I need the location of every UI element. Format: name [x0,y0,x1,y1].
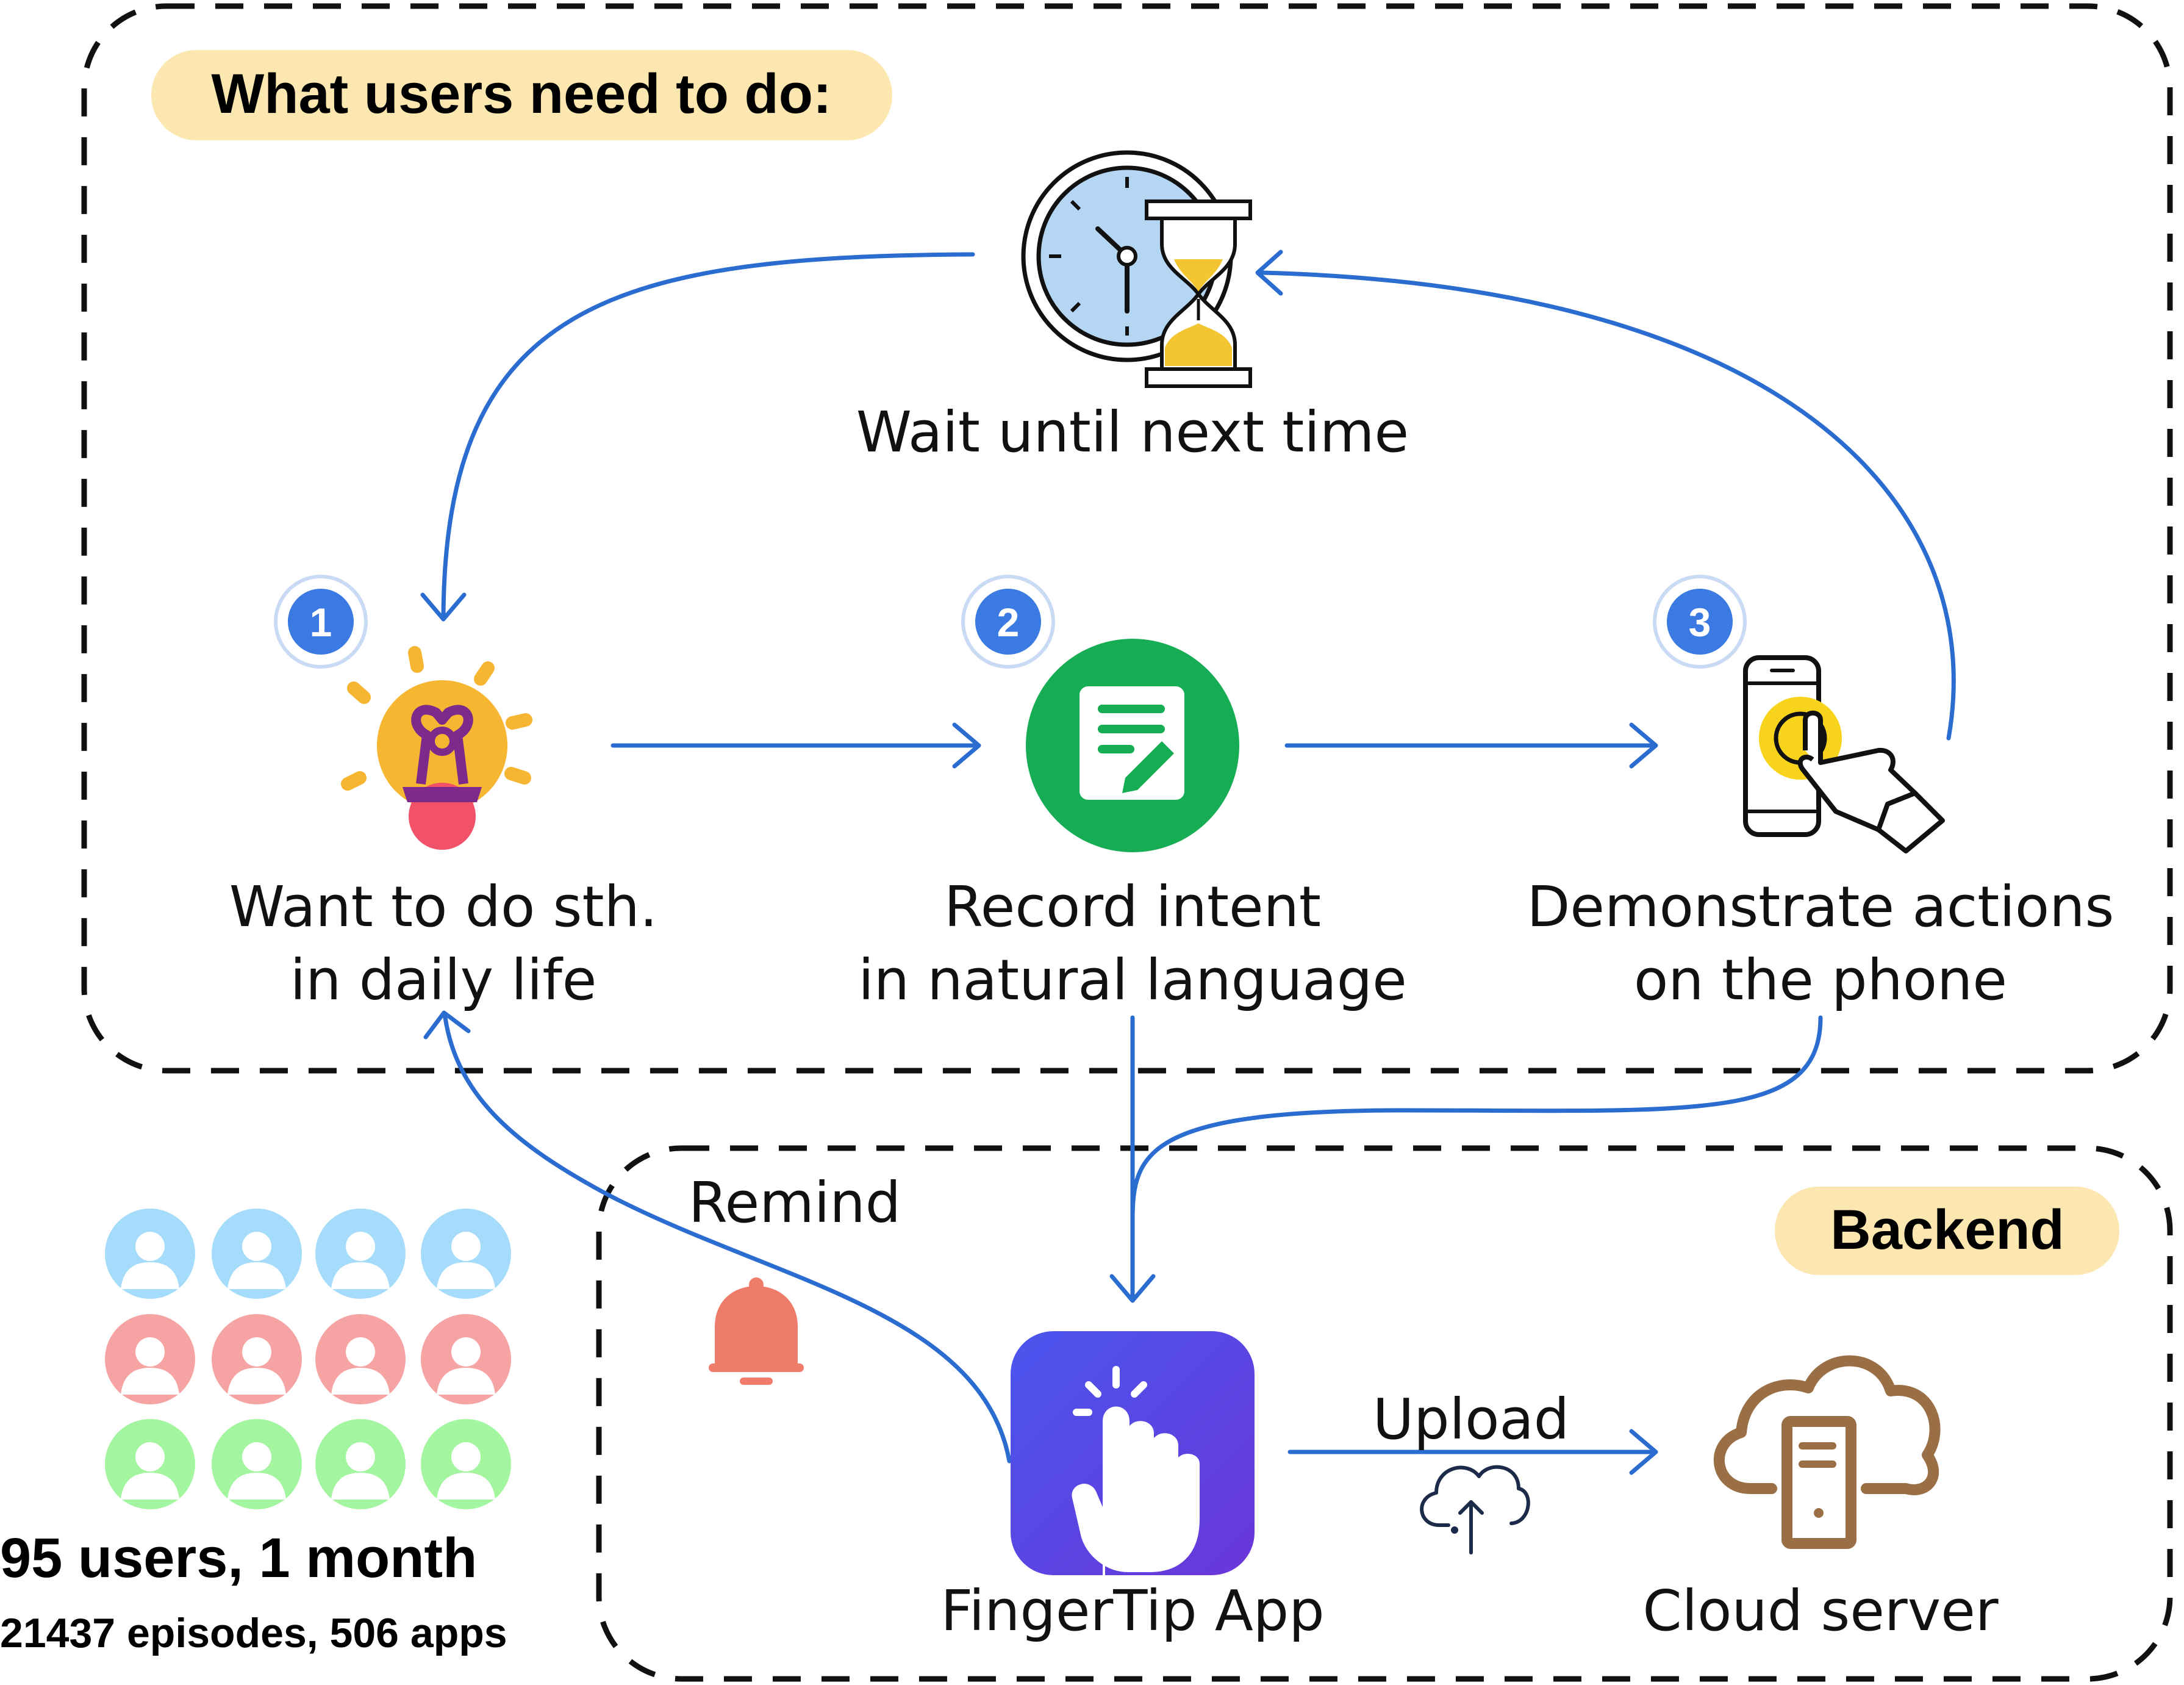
arrowhead-wait [1255,250,1283,296]
flow-arrows [420,250,1956,1475]
wait-label: Wait until next time [856,400,1409,465]
step3-label-line1: Demonstrate actions [1527,874,2114,940]
arrowhead-upload [1629,1429,1658,1475]
user-avatar-icon [315,1314,406,1404]
step1-label-line1: Want to do sth. [229,874,657,940]
document-edit-icon [1026,639,1239,852]
arrowhead-app [1109,1274,1156,1303]
user-avatar-icon [421,1419,511,1509]
cloud-upload-icon [1420,1465,1530,1554]
step-number-3: 3 [1689,600,1711,645]
backend-title-bg [1775,1187,2119,1275]
step2-label-line1: Record intent [944,874,1321,940]
users-section-title: What users need to do: [211,63,831,125]
user-avatar-icon [212,1419,302,1509]
user-avatar-icon [105,1419,195,1509]
users-section-title-bg [151,50,892,140]
step3-label-line2: on the phone [1634,947,2007,1013]
user-avatar-icon [105,1209,195,1299]
step-number-1: 1 [310,600,332,645]
phone-tap-icon [1743,655,1945,853]
bell-icon [709,1277,804,1385]
users-grid [105,1209,511,1509]
lightbulb-icon [341,646,532,850]
fingertip-app-icon [1011,1331,1255,1580]
arrow-step3-to-app [1130,1015,1823,1223]
user-avatar-icon [315,1419,406,1509]
stats-detail: 21437 episodes, 506 apps [0,1610,507,1656]
step-badge-3: 3 [1653,575,1747,669]
backend-section-box [596,1145,2173,1682]
step-number-2: 2 [997,600,1020,645]
backend-title: Backend [1830,1199,2064,1261]
step-badge-2: 2 [961,575,1055,669]
arrowhead-step1 [420,592,467,622]
user-avatar-icon [212,1209,302,1299]
upload-label: Upload [1373,1387,1569,1452]
step1-label-line2: in daily life [290,947,597,1013]
user-avatar-icon [421,1314,511,1404]
user-avatar-icon [105,1314,195,1404]
arrow-wait-to-step1 [441,252,975,619]
arrowhead-step2 [952,722,981,769]
remind-label: Remind [689,1170,901,1235]
step2-label-line2: in natural language [858,947,1407,1013]
users-section-box [81,3,2173,1074]
user-avatar-icon [212,1314,302,1404]
arrowhead-remind [423,1010,471,1040]
user-avatar-icon [315,1209,406,1299]
step-badge-1: 1 [274,575,368,669]
app-label: FingerTip App [940,1578,1324,1644]
arrow-remind-to-step1 [443,1015,1012,1464]
cloud-server-icon [1713,1355,1941,1549]
server-label: Cloud server [1642,1578,1998,1644]
arrowhead-step3 [1629,722,1658,769]
arrow-step3-to-wait [1260,270,1956,741]
clock-hourglass-icon [1021,150,1252,388]
user-avatar-icon [421,1209,511,1299]
stats-headline: 95 users, 1 month [0,1527,477,1589]
